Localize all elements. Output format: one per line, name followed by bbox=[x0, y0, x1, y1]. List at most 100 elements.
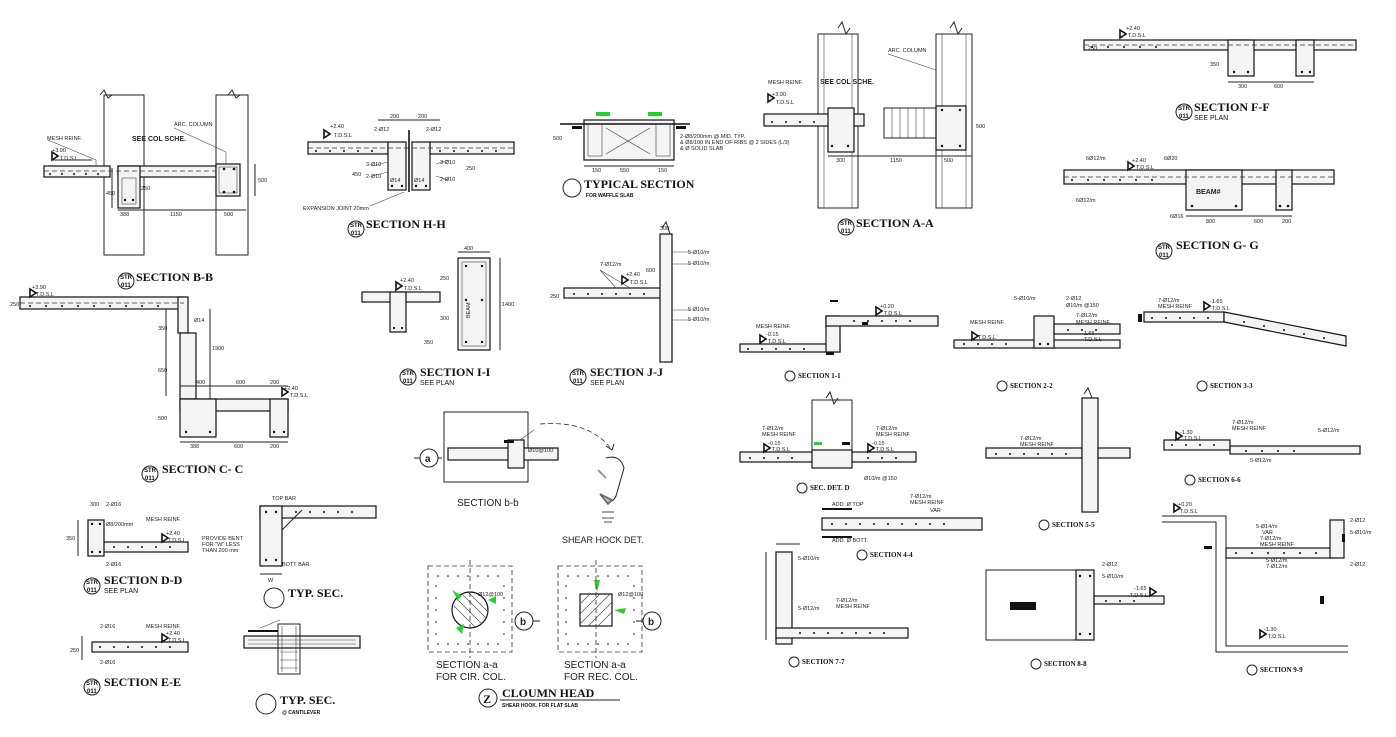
bar-d12-100: Ø12@100 bbox=[478, 592, 503, 598]
label-tdsl-2: T.D.S.L bbox=[884, 311, 902, 317]
tag-sheet: 011 bbox=[403, 379, 413, 385]
dim-500-v: 500 bbox=[976, 124, 985, 130]
dim-500: 500 bbox=[224, 212, 233, 218]
sub-see-plan: SEE PLAN bbox=[590, 380, 624, 387]
label-for-w-less: FOR "W" LESS bbox=[202, 542, 240, 548]
tag-str: STR bbox=[1178, 106, 1191, 112]
label-level: -1.65 bbox=[1210, 299, 1223, 305]
dim-1150: 1150 bbox=[890, 158, 902, 164]
label-mesh-reinf: MESH REINF. bbox=[146, 517, 181, 523]
label-level-2: -1.30 bbox=[1264, 627, 1277, 633]
dim-450-v: 450 bbox=[352, 172, 361, 178]
dim-500-v: 500 bbox=[553, 136, 562, 142]
label-tdsl-2: T.D.S.L bbox=[290, 393, 308, 399]
bar-7d12: 7-Ø12/m bbox=[1076, 313, 1098, 319]
detail-section-g-g: BEAM# 800 600 200 6Ø12/m 6Ø20 6Ø12/m 6Ø1… bbox=[1063, 156, 1335, 260]
bar-7d12: 7-Ø12/m bbox=[600, 262, 622, 268]
label-tdsl: T.D.S.L bbox=[630, 280, 648, 286]
bar-d12-100: Ø12@100 bbox=[618, 592, 643, 598]
title-sec-det-d: SEC. DET. D bbox=[810, 484, 850, 492]
detail-typ-sec-2: TYP. SEC. @ CANTILEVER bbox=[243, 619, 361, 716]
label-tdsl: T.D.S.L bbox=[1212, 306, 1230, 312]
bar-5d12: 5-Ø12/m bbox=[1318, 428, 1340, 434]
tag-sheet: 011 bbox=[1179, 114, 1189, 120]
bar-5d10-3: 5-Ø10/m bbox=[688, 307, 710, 313]
bar-7d12: 7-Ø12/m bbox=[1260, 536, 1282, 542]
dim-250-v: 250 bbox=[10, 302, 19, 308]
label-mesh-reinf-2: MESH REINF. bbox=[1076, 320, 1111, 326]
bar-3d10: 3-Ø10 bbox=[366, 162, 381, 168]
dim-250-v: 250 bbox=[440, 276, 449, 282]
label-add-top: ADD. Ø TOP bbox=[832, 502, 864, 508]
sub-shear-hook-flat-slab: SHEAR HOOK. FOR FLAT SLAB bbox=[502, 703, 578, 709]
label-level-2: +0.20 bbox=[880, 304, 894, 310]
dim-350-v: 350 bbox=[66, 536, 75, 542]
dim-200: 200 bbox=[1282, 219, 1291, 225]
label-mesh-reinf: MESH REINF bbox=[1158, 304, 1193, 310]
tag-sheet: 011 bbox=[1159, 253, 1169, 259]
bar-5d12: 5-Ø12/m bbox=[798, 606, 820, 612]
title-shear-hook: SHEAR HOCK DET. bbox=[562, 535, 644, 545]
title-section-9-9: SECTION 9-9 bbox=[1260, 666, 1303, 674]
label-tdsl: T.D.S.L bbox=[36, 292, 54, 298]
tag-sheet: 011 bbox=[145, 476, 155, 482]
dim-200: 200 bbox=[390, 114, 399, 120]
label-mesh-reinf: MESH REINF bbox=[1232, 426, 1267, 432]
label-bott-bar: BOTT BAR bbox=[282, 562, 309, 568]
label-add-bott: ADD. Ø BOTT. bbox=[832, 538, 869, 544]
detail-section-1-1: MESH REINF. -0.15 T.D.S.L +0.20 T.D.S.L … bbox=[739, 300, 939, 382]
waffle-note-3: & Ø SOLID SLAB bbox=[680, 146, 723, 152]
bar-7d12: 7-Ø12/m bbox=[762, 426, 784, 432]
tag-sheet: 011 bbox=[351, 231, 361, 237]
label-mesh-reinf: MESH REINF bbox=[762, 432, 797, 438]
sub-see-plan: SEE PLAN bbox=[104, 588, 138, 595]
label-see-col: SEE COL SCHE. bbox=[132, 136, 186, 143]
detail-section-7-7: 5-Ø10/m 5-Ø12/m 7-Ø12/m MESH REINF SECTI… bbox=[765, 543, 909, 668]
bar-d10-100: Ø10@100 bbox=[528, 448, 553, 454]
dim-250-v: 250 bbox=[70, 648, 79, 654]
label-level: +2.40 bbox=[400, 278, 414, 284]
label-for-rec-col: FOR REC. COL. bbox=[564, 672, 638, 683]
marker-a: a bbox=[425, 454, 431, 465]
label-tdsl: T.D.S.L bbox=[168, 538, 186, 544]
bar-d10: Ø10/m @150 bbox=[1066, 303, 1099, 309]
label-mesh-reinf: MESH REINF bbox=[910, 500, 945, 506]
detail-section-2-2: 5-Ø10/m 2-Ø12 Ø10/m @150 MESH REINF. MES… bbox=[953, 296, 1121, 392]
label-level: -0.15 bbox=[768, 441, 781, 447]
bar-2d12: 2-Ø12 bbox=[1350, 518, 1365, 524]
title-section-4-4: SECTION 4-4 bbox=[870, 551, 913, 559]
title-section-2-2: SECTION 2-2 bbox=[1010, 382, 1053, 390]
label-var: VAR bbox=[930, 508, 941, 514]
bar-2d16: 2-Ø16 bbox=[100, 624, 115, 630]
title-typical-section: TYPICAL SECTION bbox=[584, 177, 695, 191]
bar-7d12-2: 7-Ø12/m bbox=[1266, 564, 1288, 570]
dim-500-v: 500 bbox=[158, 416, 167, 422]
dim-150b: 150 bbox=[658, 168, 667, 174]
label-mesh-reinf: MESH REINF bbox=[1020, 442, 1055, 448]
dim-300: 300 bbox=[90, 502, 99, 508]
label-mesh-reinf: MESH REINF bbox=[836, 604, 871, 610]
label-level: -1.65 bbox=[1134, 586, 1147, 592]
bar-6d16: 6Ø16 bbox=[1170, 214, 1183, 220]
label-tdsl: T.D.S.L bbox=[776, 100, 794, 106]
label-level-2: -1.65 bbox=[1082, 331, 1095, 337]
bar-6d20: 6Ø20 bbox=[1164, 156, 1177, 162]
bar-2d12: 2-Ø12 bbox=[1102, 562, 1117, 568]
sub-for-waffle-slab: FOR WAFFLE SLAB bbox=[586, 193, 634, 199]
bar-d14: Ø14 bbox=[194, 318, 204, 324]
label-level-2: -0.15 bbox=[872, 441, 885, 447]
dim-400: 400 bbox=[196, 380, 205, 386]
bar-2d16: 2-Ø16 bbox=[106, 502, 121, 508]
label-beam-vert: BEAM bbox=[466, 302, 472, 318]
bar-3d10b: 3-Ø10 bbox=[440, 160, 455, 166]
title-typ-sec-1: TYP. SEC. bbox=[288, 586, 343, 600]
dim-650-v: 650 bbox=[158, 368, 167, 374]
label-provide-bent: PROVIDE BENT bbox=[202, 536, 244, 542]
title-typ-sec-2: TYP. SEC. bbox=[280, 693, 335, 707]
tag-str: STR bbox=[350, 223, 363, 229]
bar-5d10: 5-Ø10/m bbox=[1350, 530, 1372, 536]
detail-section-3-3: 7-Ø12/m MESH REINF -1.65 T.D.S.L SECTION… bbox=[1138, 298, 1347, 392]
detail-section-f-f: 300 600 350 250 +2.40 T.D.S.L STR 011 SE… bbox=[1083, 26, 1357, 122]
label-tdsl: T.D.S.L bbox=[404, 286, 422, 292]
